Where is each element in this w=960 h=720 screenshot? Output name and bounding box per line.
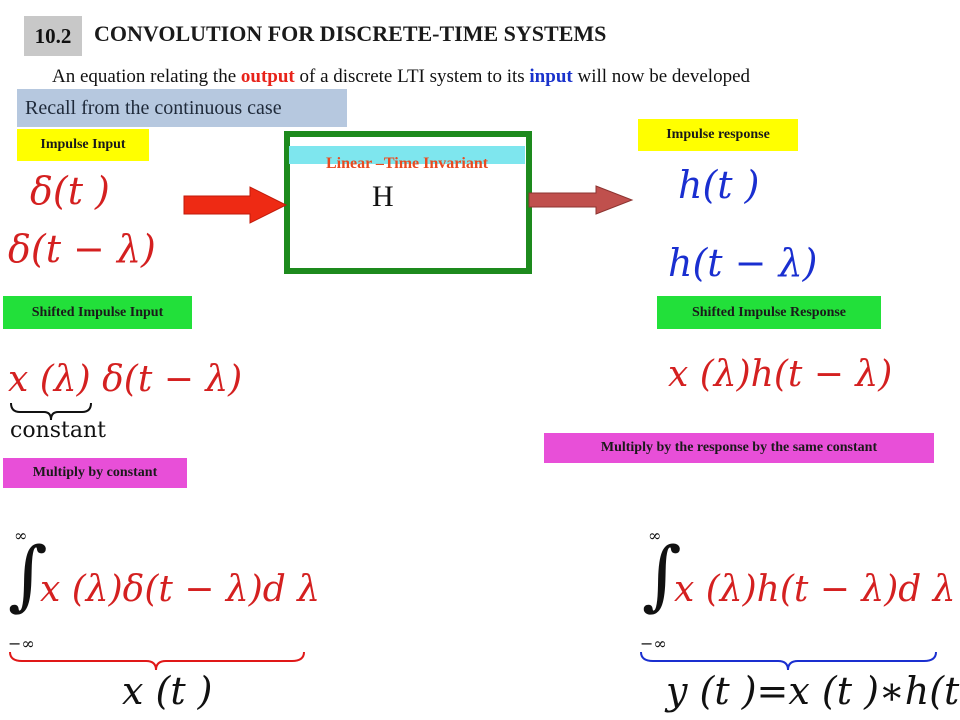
int-left-upper: ∞ [14,526,28,545]
eq-integral-left: x (λ)δ(t − λ)d λ [40,569,321,610]
intro-output-word: output [240,66,295,87]
label-multiply-response: Multiply by the response by the same con… [544,433,934,463]
label-shifted-impulse-response: Shifted Impulse Response [657,296,881,329]
section-number: 10.2 [24,16,82,56]
int-right-upper: ∞ [648,526,662,545]
brace-right [640,651,937,671]
eq-x-delta: x (λ) δ(t − λ) [8,359,243,400]
constant-label: constant [10,418,106,443]
eq-h-t: h(t ) [678,163,760,207]
input-arrow [183,186,288,224]
eq-result-right: y (t )=x (t )∗h(t ) [666,669,960,713]
lti-label: Linear –Time Invariant [325,155,489,172]
int-right-sign: ∫ [642,530,682,619]
lti-label-band [289,146,525,164]
intro-text-3: will now be developed [572,66,751,87]
system-operator: H [372,180,394,213]
constant-brace [10,402,92,421]
int-left-lower: −∞ [8,634,35,653]
label-impulse-input: Impulse Input [17,129,149,161]
output-arrow [528,185,634,215]
label-shifted-impulse-input: Shifted Impulse Input [3,296,192,329]
eq-x-h: x (λ)h(t − λ) [668,354,893,395]
brace-left [9,651,305,671]
int-left-sign: ∫ [8,530,48,619]
intro-text-2: of a discrete LTI system to its [294,66,530,87]
eq-integral-right: x (λ)h(t − λ)d λ [674,569,956,610]
intro-sentence: An equation relating the output of a dis… [52,66,750,88]
label-impulse-response: Impulse response [638,119,798,151]
intro-input-word: input [529,66,573,87]
section-title: CONVOLUTION FOR DISCRETE-TIME SYSTEMS [94,21,607,46]
eq-delta-shift: δ(t − λ) [8,227,156,271]
eq-result-left: x (t ) [122,669,213,713]
int-right-lower: −∞ [640,634,667,653]
recall-banner: Recall from the continuous case [17,89,347,127]
label-multiply-by-constant: Multiply by constant [3,458,187,488]
intro-text-1: An equation relating the [52,66,241,87]
eq-delta-t: δ(t ) [30,169,110,213]
eq-h-shift: h(t − λ) [668,241,818,285]
